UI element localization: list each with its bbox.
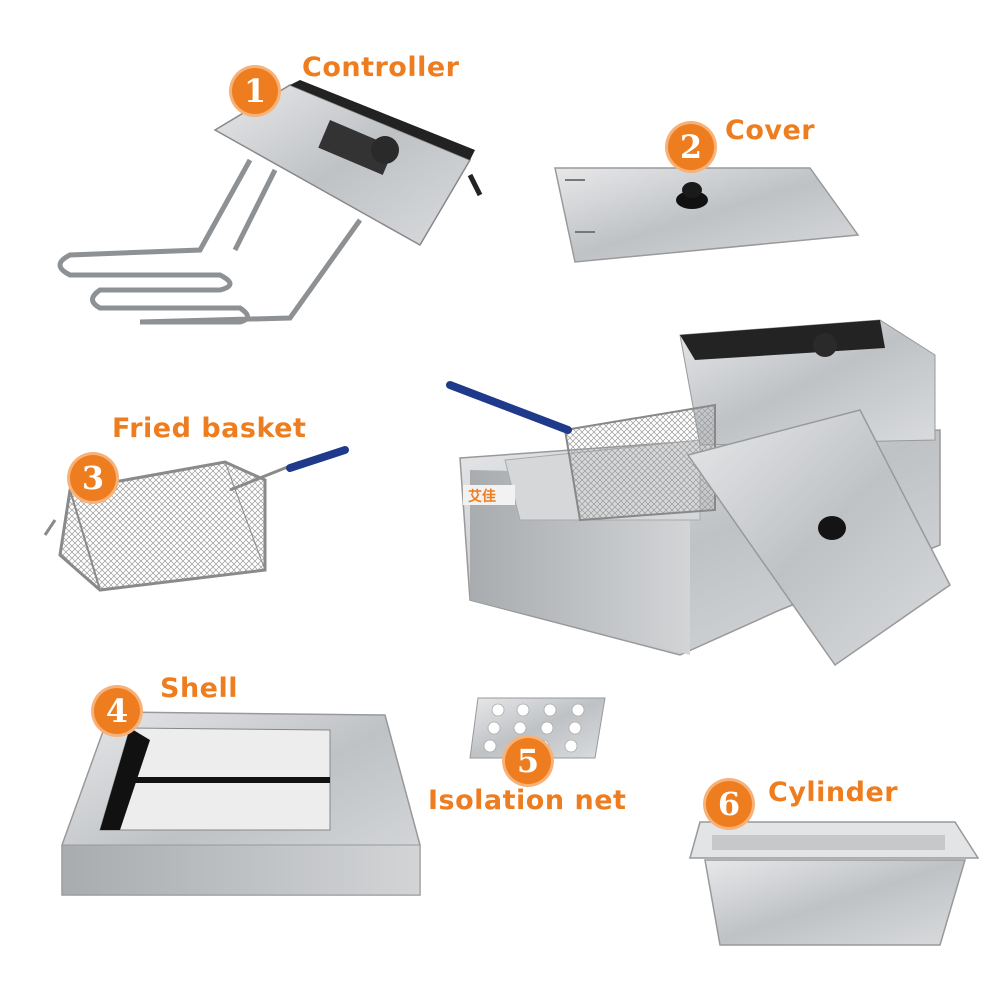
part-number-badge-5: 5 xyxy=(505,738,551,784)
part-label-isolation-net: Isolation net xyxy=(428,785,627,816)
part-number-badge-4: 4 xyxy=(94,688,140,734)
brand-logo: 艾佳 xyxy=(468,488,496,505)
cover-image xyxy=(554,167,860,263)
shell-image xyxy=(61,711,421,896)
part-number-badge-6: 6 xyxy=(706,781,752,827)
part-number-badge-3: 3 xyxy=(70,455,116,501)
part-number-badge-1: 1 xyxy=(232,68,278,114)
controller-image xyxy=(57,80,483,325)
part-label-fried-basket: Fried basket xyxy=(112,413,307,444)
cylinder-image xyxy=(689,821,980,946)
assembled-fryer-image: 艾佳 xyxy=(446,319,951,667)
part-number-badge-2: 2 xyxy=(668,124,714,170)
part-label-cover: Cover xyxy=(725,115,816,146)
part-label-controller: Controller xyxy=(302,52,460,83)
fried-basket-image xyxy=(43,446,349,592)
part-label-shell: Shell xyxy=(160,673,238,704)
part-label-cylinder: Cylinder xyxy=(768,777,899,808)
